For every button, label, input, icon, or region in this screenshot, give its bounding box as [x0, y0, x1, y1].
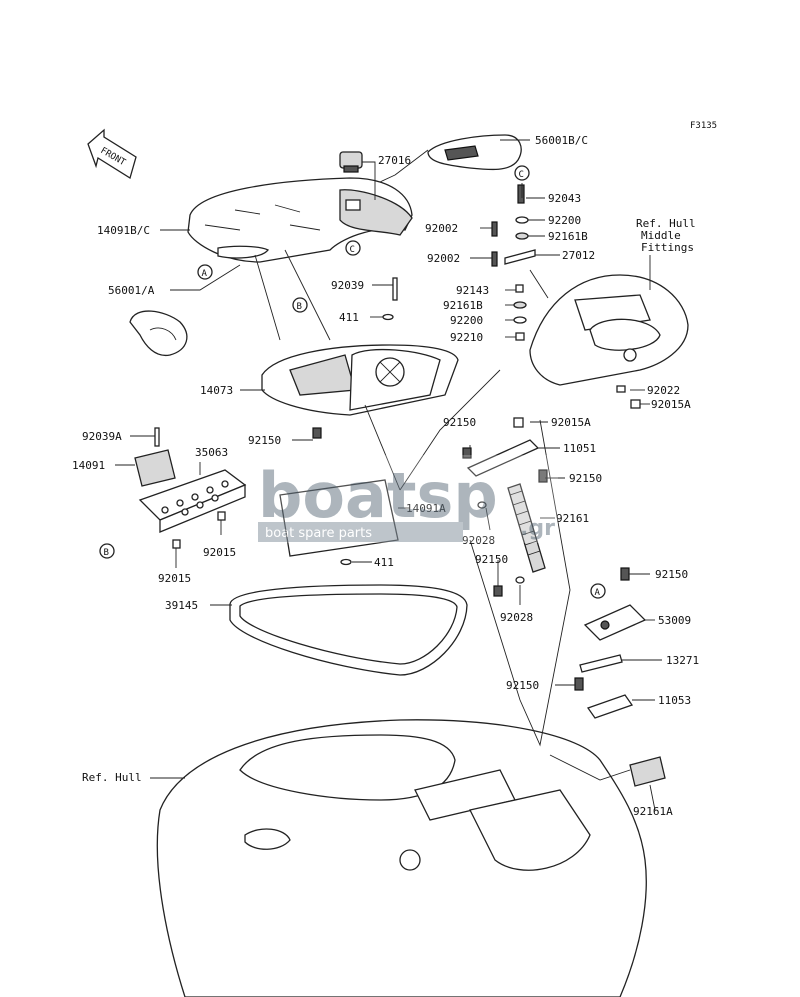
part-label-92002-a: 92002	[425, 222, 458, 235]
label-92161a	[629, 756, 666, 787]
part-label-92015-b: 92015	[158, 572, 191, 585]
pad-14091	[134, 449, 176, 487]
strap-13271	[579, 654, 623, 673]
latch-53009	[583, 604, 647, 641]
part-label-411-a: 411	[339, 311, 359, 324]
gasket-39145	[229, 584, 468, 676]
svg-text:B: B	[297, 302, 302, 312]
part-label-92150-a: 92150	[443, 416, 476, 429]
ref-hull-middle-line3: Fittings	[641, 241, 694, 254]
part-label-92039a: 92039A	[82, 430, 122, 443]
part-label-92161b-b: 92161B	[443, 299, 483, 312]
ref-hull-middle-line1: Ref. Hull	[636, 217, 696, 230]
part-label-92200-a: 92200	[548, 214, 581, 227]
gas-spring-92161	[507, 483, 546, 573]
part-label-92150-d: 92150	[475, 553, 508, 566]
diagram-code: F3135	[690, 121, 717, 131]
part-label-92022: 92022	[647, 384, 680, 397]
leader-lines	[115, 139, 662, 811]
svg-text:A: A	[595, 588, 601, 598]
bracket-35063	[138, 469, 247, 533]
svg-text:B: B	[104, 548, 109, 558]
part-label-92161a: 92161A	[633, 805, 673, 818]
part-label-11051: 11051	[563, 442, 596, 455]
part-label-14091bc: 14091B/C	[97, 224, 150, 237]
svg-text:A: A	[202, 269, 208, 279]
part-label-92015a-a: 92015A	[651, 398, 691, 411]
part-label-92015-a: 92015	[203, 546, 236, 559]
clip-27016	[339, 151, 363, 173]
watermark-tagline: boat spare parts	[265, 526, 372, 541]
part-label-27012: 27012	[562, 249, 595, 262]
part-label-92002-b: 92002	[427, 252, 460, 265]
part-label-92143: 92143	[456, 284, 489, 297]
part-label-92161b-a: 92161B	[548, 230, 588, 243]
watermark: boatsp .gr boat spare parts	[258, 455, 558, 543]
watermark-brand: boatsp	[258, 459, 498, 532]
part-label-35063: 35063	[195, 446, 228, 459]
part-label-14073: 14073	[200, 384, 233, 397]
part-label-92161: 92161	[556, 512, 589, 525]
front-arrow-icon: FRONT	[87, 128, 137, 180]
part-label-92043: 92043	[548, 192, 581, 205]
part-label-56001a: 56001/A	[108, 284, 155, 297]
callout-c-1: C	[345, 240, 361, 256]
callout-a-2: A	[590, 583, 606, 599]
seat-cover-56001a	[129, 310, 188, 357]
part-label-92150-b: 92150	[248, 434, 281, 447]
part-label-411-b: 411	[374, 556, 394, 569]
part-label-92210: 92210	[450, 331, 483, 344]
part-label-92028-a: 92028	[462, 534, 495, 547]
part-label-92015a-b: 92015A	[551, 416, 591, 429]
part-label-27016: 27016	[378, 154, 411, 167]
watermark-tld: .gr	[520, 516, 555, 541]
hull	[156, 719, 647, 997]
callout-b-2: B	[99, 543, 115, 559]
storage-bin-14073	[261, 344, 459, 416]
part-label-92200-b: 92200	[450, 314, 483, 327]
part-label-92150-e: 92150	[655, 568, 688, 581]
callout-c-2: C	[514, 165, 530, 181]
part-label-39145: 39145	[165, 599, 198, 612]
part-label-11053: 11053	[658, 694, 691, 707]
svg-text:C: C	[519, 170, 524, 180]
hardware	[154, 184, 641, 691]
part-label-13271: 13271	[666, 654, 699, 667]
part-label-92150-f: 92150	[506, 679, 539, 692]
front-seat-14091bc	[187, 177, 413, 263]
svg-text:C: C	[350, 245, 355, 255]
bracket-11053	[586, 694, 634, 719]
part-label-53009: 53009	[658, 614, 691, 627]
ref-hull-middle-line2: Middle	[641, 229, 681, 242]
part-label-14091a: 14091A	[406, 502, 446, 515]
part-label-14091: 14091	[72, 459, 105, 472]
middle-fittings-housing	[529, 274, 689, 386]
callout-a-1: A	[197, 264, 213, 280]
part-label-92028-b: 92028	[500, 611, 533, 624]
part-label-92150-c: 92150	[569, 472, 602, 485]
seat-cover-56001bc	[427, 134, 522, 171]
callout-b-1: B	[292, 297, 308, 313]
ref-hull-label: Ref. Hull	[82, 771, 142, 784]
part-label-92039: 92039	[331, 279, 364, 292]
part-label-56001bc: 56001B/C	[535, 134, 588, 147]
